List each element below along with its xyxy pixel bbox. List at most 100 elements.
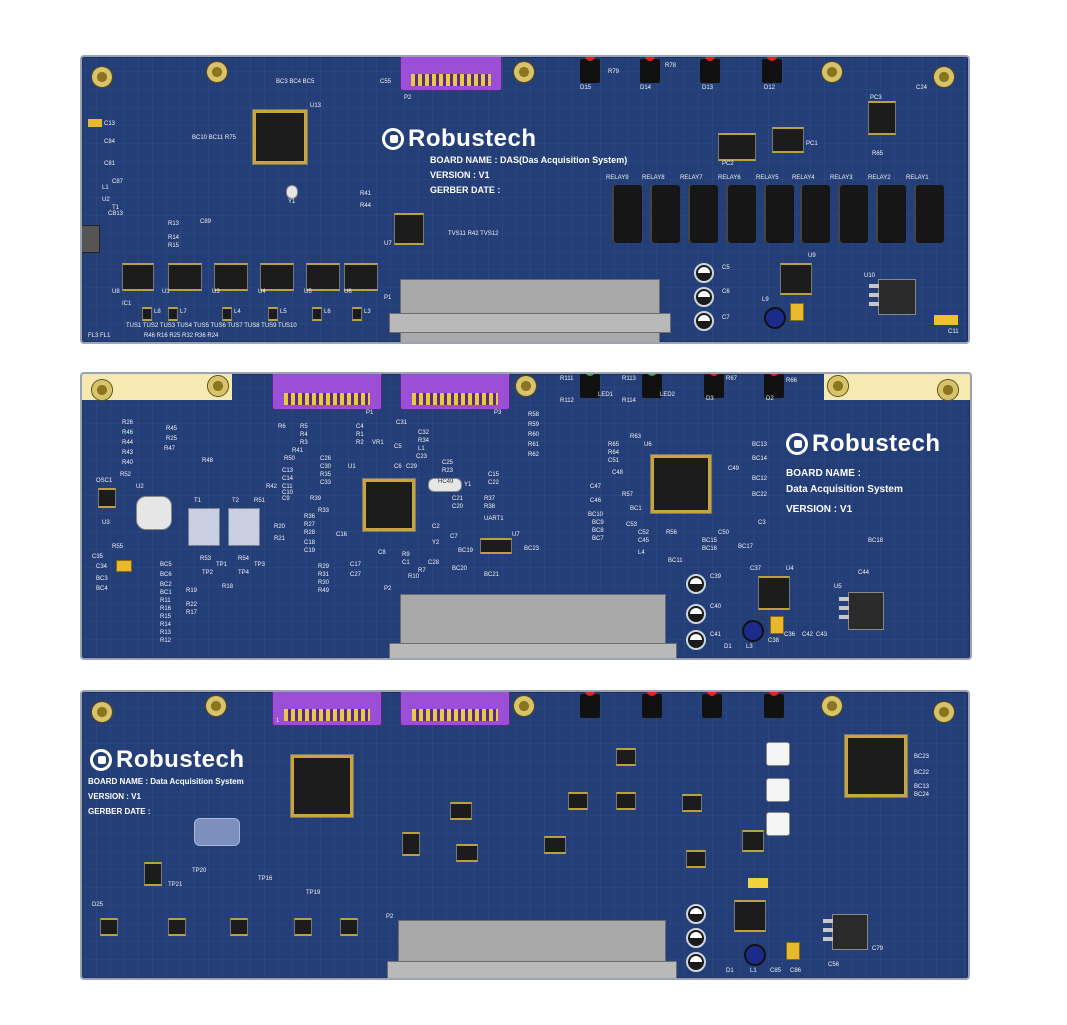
mounting-hole (207, 62, 227, 82)
ic-mid-2 (456, 844, 478, 862)
label-y1: Y1 (464, 482, 472, 488)
label-tp20: TP20 (192, 868, 207, 874)
ic-u16 (402, 832, 420, 856)
label-r44: R44 (122, 440, 134, 446)
label-u6: U6 (344, 289, 352, 295)
label-pc3: PC3 (870, 95, 882, 101)
label-y1: Y1 (288, 199, 296, 205)
label-r48: R48 (202, 458, 214, 464)
label-r35: R35 (320, 472, 332, 478)
connector-p1 (272, 374, 382, 410)
relay-label-7: RELAY7 (680, 175, 703, 181)
label-r37: R37 (484, 496, 496, 502)
tvs-row: TUS1 TUS2 TUS3 TUS4 TUS5 TUS6 TUS7 TUS8 … (126, 323, 297, 329)
label-c21: C21 (452, 496, 464, 502)
label-uart1: UART1 (484, 516, 504, 522)
tantalum-c38 (770, 616, 784, 634)
label-r13: R13 (160, 630, 172, 636)
label-c18: C18 (304, 540, 316, 546)
ic-u7 (480, 538, 512, 554)
inductor-l4 (222, 307, 232, 321)
label-c11: C11 (282, 484, 293, 490)
ic-mid-6 (616, 792, 636, 810)
label-bc17: BC17 (738, 544, 754, 550)
label-c38: C38 (768, 638, 780, 644)
label-r67: R67 (726, 376, 738, 382)
board-data-acquisition: P1 P3 LED1 R111 R112 LED2 R113 R114 D3 R… (80, 372, 972, 660)
label-bc13: BC13 (914, 784, 930, 790)
label-tp1: TP1 (216, 562, 228, 568)
tantalum-c11 (934, 315, 958, 325)
ic-mid-7 (686, 850, 706, 868)
label-r34: R34 (418, 438, 430, 444)
connector-p2 (400, 57, 502, 91)
label-c5: C5 (722, 265, 730, 271)
label-tp3: TP3 (254, 562, 266, 568)
label-led1: LED1 (598, 392, 614, 398)
label-bc22: BC22 (914, 770, 930, 776)
label-c56: C56 (828, 962, 840, 968)
label-r46: R46 (122, 430, 134, 436)
ic-regulator-mid (734, 900, 766, 932)
label-r42: R42 (266, 484, 278, 490)
label-bc6: BC6 (160, 572, 172, 578)
label-p1: P1 (366, 410, 374, 416)
label-c25: C25 (442, 460, 454, 466)
connector-p1 (272, 692, 382, 726)
label-c85: C85 (770, 968, 782, 974)
label-u4: U4 (258, 289, 266, 295)
connector-p2 (389, 594, 677, 658)
label-c29: C29 (406, 464, 418, 470)
board-data-acquisition-v1: 1 Robustech BOARD NAME : Data Acquisitio… (80, 690, 970, 980)
mounting-hole (514, 696, 534, 716)
transformer-t2 (228, 508, 260, 546)
label-c89: C89 (200, 219, 212, 225)
mounting-hole (92, 67, 112, 87)
label-c6: C6 (394, 464, 402, 470)
label-u3: U3 (212, 289, 220, 295)
gerber-date: GERBER DATE : (88, 807, 151, 816)
regulator-u10 (869, 279, 916, 315)
led-d15 (580, 57, 600, 83)
label-c33: C33 (320, 480, 332, 486)
label-r51: R51 (254, 498, 266, 504)
label-c40: C40 (710, 604, 722, 610)
mounting-hole (516, 376, 536, 396)
label-p1: 1 (276, 718, 280, 724)
label-r14: R14 (160, 622, 172, 628)
label-r111: R111 (560, 376, 574, 382)
label-bc21: BC21 (484, 572, 500, 578)
label-l6: L6 (324, 309, 331, 315)
ic-u1 (168, 263, 202, 291)
label-l4: L4 (638, 550, 645, 556)
label-bc10: BC10 BC11 R75 (192, 135, 236, 141)
led-d3 (704, 374, 724, 398)
label-bc11: BC11 (668, 558, 683, 564)
ic-bottom-3 (230, 918, 248, 936)
label-l1: L1 (418, 446, 425, 452)
label-r23: R23 (442, 468, 454, 474)
resistor-row: R46 R16 R25 R32 R36 R24 (144, 333, 219, 339)
label-r54: R54 (238, 556, 250, 562)
label-c86: C86 (790, 968, 802, 974)
ic-u6 (344, 263, 378, 291)
label-c84: C84 (104, 139, 116, 145)
mounting-hole (828, 376, 848, 396)
cap-c-2 (686, 928, 706, 948)
ic-bottom-5 (340, 918, 358, 936)
relay-white-2 (766, 778, 790, 802)
label-t1: T1 (194, 498, 202, 504)
label-bc20: BC20 (452, 566, 468, 572)
label-r12: R12 (160, 638, 172, 644)
label-r31: R31 (318, 572, 330, 578)
label-r40: R40 (122, 460, 134, 466)
label-p3: P3 (494, 410, 502, 416)
relay-label-3: RELAY3 (830, 175, 853, 181)
label-c45: C45 (638, 538, 650, 544)
label-bc5: BC5 (160, 562, 172, 568)
ic-mid-8 (682, 794, 702, 812)
label-t2: T2 (232, 498, 240, 504)
label-r78: R78 (665, 63, 677, 69)
relay-2 (876, 185, 906, 243)
led-d14 (640, 57, 660, 83)
